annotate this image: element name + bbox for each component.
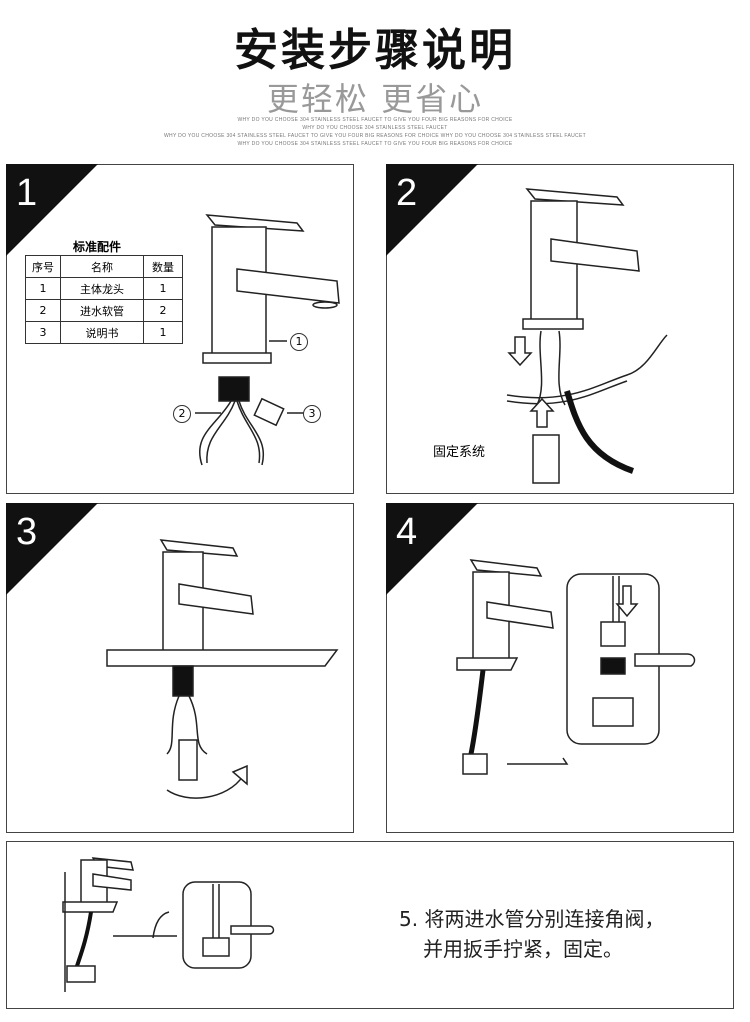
step-5-line-1: 5. 将两进水管分别连接角阀，	[399, 907, 665, 931]
step-1-panel: 1 标准配件 序号 名称 数量 1 主体龙头 1 2 进水软管 2 3 说明书 …	[6, 164, 354, 494]
table-cell: 1	[143, 277, 183, 300]
table-cell: 说明书	[60, 321, 144, 344]
table-cell: 2	[25, 299, 61, 322]
step-badge: 2	[386, 164, 478, 256]
parts-table: 序号 名称 数量 1 主体龙头 1 2 进水软管 2 3 说明书 1	[25, 255, 183, 344]
faucet-illustration	[506, 188, 668, 484]
table-row: 1 主体龙头 1	[25, 277, 183, 300]
step-number: 2	[396, 172, 418, 214]
callout-3: 3	[303, 405, 321, 423]
table-cell: 3	[25, 321, 61, 344]
table-cell: 1	[143, 321, 183, 344]
parts-table-title: 标准配件	[73, 240, 122, 254]
table-header-row: 序号 名称 数量	[25, 255, 183, 278]
column-header: 名称	[60, 255, 144, 278]
step-number: 4	[396, 511, 418, 553]
tagline: WHY DO YOU CHOOSE 304 STAINLESS STEEL FA…	[237, 141, 513, 147]
step-badge: 3	[6, 503, 98, 595]
step-3-panel: 3	[6, 503, 354, 833]
step-2-panel: 2 固定系统	[386, 164, 734, 494]
step-5-instruction: 5. 将两进水管分别连接角阀， 并用扳手拧紧，固定。	[399, 904, 664, 964]
step-badge: 4	[386, 503, 478, 595]
column-header: 序号	[25, 255, 61, 278]
page-subtitle: 更轻松 更省心	[266, 80, 484, 118]
faucet-illustration	[62, 857, 275, 992]
tagline: WHY DO YOU CHOOSE 304 STAINLESS STEEL FA…	[237, 117, 513, 123]
column-header: 数量	[143, 255, 183, 278]
tagline: WHY DO YOU CHOOSE 304 STAINLESS STEEL FA…	[302, 125, 448, 131]
table-cell: 主体龙头	[60, 277, 144, 300]
step-number: 3	[16, 511, 38, 553]
table-cell: 2	[143, 299, 183, 322]
callout-1: 1	[290, 333, 308, 351]
fixing-system-label: 固定系统	[433, 445, 486, 460]
step-4-panel: 4	[386, 503, 734, 833]
tagline: WHY DO YOU CHOOSE 304 STAINLESS STEEL FA…	[164, 133, 586, 139]
faucet-illustration	[106, 539, 339, 799]
table-cell: 进水软管	[60, 299, 144, 322]
step-badge: 1	[6, 164, 98, 256]
callout-2: 2	[173, 405, 191, 423]
faucet-illustration	[456, 559, 696, 775]
step-5-line-2: 并用扳手拧紧，固定。	[423, 937, 623, 961]
step-5-panel: 5. 将两进水管分别连接角阀， 并用扳手拧紧，固定。	[6, 841, 734, 1009]
page-title: 安装步骤说明	[234, 25, 516, 76]
table-cell: 1	[25, 277, 61, 300]
table-row: 2 进水软管 2	[25, 299, 183, 322]
step-number: 1	[16, 172, 38, 214]
table-row: 3 说明书 1	[25, 321, 183, 344]
